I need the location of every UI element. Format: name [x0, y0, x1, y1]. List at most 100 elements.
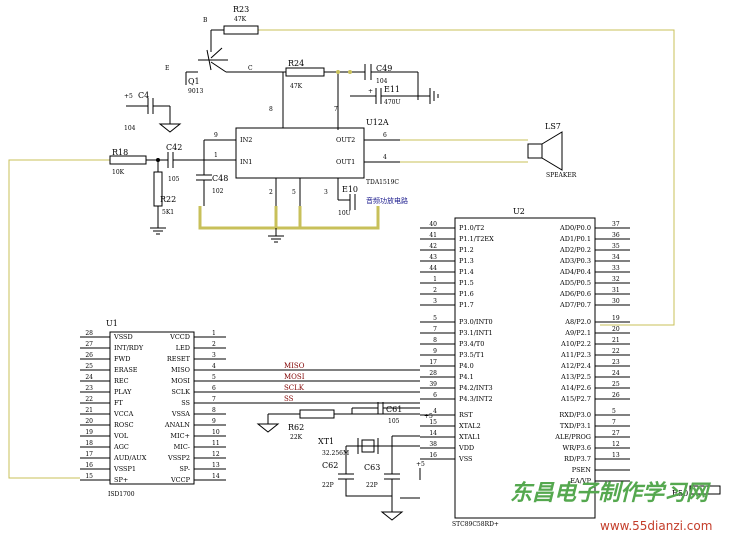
u2-right-pin-number: 5: [612, 408, 616, 415]
u1-right-pin-number: 6: [212, 385, 216, 392]
c4-capacitor: [126, 98, 182, 133]
u1-left-pin-name: REC: [114, 377, 129, 385]
u2-right-pin-name: A11/P2.3: [560, 351, 591, 359]
bus-wires: [8, 29, 675, 479]
u1-right-pin-name: MIC+: [170, 432, 190, 440]
u2-left-pin-number: 44: [429, 265, 437, 272]
u1-left-pin-name: FT: [114, 399, 124, 407]
u2-left-pin-number: 14: [429, 430, 437, 437]
u2-right-pin-name: A13/P2.5: [560, 373, 591, 381]
u2-left-pin-number: 16: [429, 452, 437, 459]
u1-left-pin-name: FWD: [114, 355, 130, 363]
u2-right-pin-number: 12: [612, 441, 620, 448]
u2-left-pin-name: XTAL1: [459, 433, 481, 441]
u12-pin-1: 1: [214, 152, 218, 159]
speaker-icon: [527, 131, 563, 171]
u2-left-pin-number: 8: [433, 337, 437, 344]
u12-label: U12A: [366, 118, 389, 127]
c42-value: 105: [168, 176, 180, 183]
u2-left-pin-name: P4.2/INT3: [459, 384, 493, 392]
u1-left-pin-name: SP+: [114, 476, 128, 484]
r22-value: 5K1: [162, 209, 174, 216]
u1-right-pin-name: VSSA: [171, 410, 190, 418]
u2-left-pin-name: P1.0/T2: [459, 224, 484, 232]
c61-value: 105: [388, 418, 400, 425]
u2-left-pin-name: P1.3: [459, 257, 474, 265]
u2-right-pin-name: AD4/P0.4: [559, 268, 591, 276]
u2-left-pin-number: 6: [433, 392, 437, 399]
u12-pin-3: 3: [324, 189, 328, 196]
u12-pin-8: 8: [269, 106, 273, 113]
u1-left-pin-number: 19: [85, 429, 93, 436]
u2-right-pin-number: 34: [612, 254, 620, 261]
u12-out2: OUT2: [336, 136, 355, 144]
bus-r18-to-spplus: [8, 159, 110, 479]
c48-value: 102: [212, 188, 224, 195]
u1-left-pin-number: 18: [85, 440, 93, 447]
xt1-value: 32.256M: [322, 450, 349, 457]
q1-transistor: [185, 29, 286, 85]
q1-base-pin-label: B: [203, 17, 208, 24]
u2-left-pin-name: P1.7: [459, 301, 474, 309]
e11-capacitor: [350, 88, 430, 104]
u1-right-pin-number: 14: [212, 473, 220, 480]
u1-left-pin-name: VCCA: [113, 410, 134, 418]
e11-label: E11: [384, 85, 400, 94]
u1-right-pin-name: SP-: [179, 465, 190, 473]
u1-right-pin-number: 4: [212, 363, 216, 370]
u1-left-pin-name: PLAY: [114, 388, 132, 396]
u2-right-pin-name: RXD/P3.0: [559, 411, 591, 419]
r50-label: R50: [672, 489, 688, 498]
ground-icon: [150, 227, 166, 235]
u12-in1: IN1: [240, 158, 252, 166]
u2-right-pin-number: 31: [612, 287, 620, 294]
u1-right-pin-number: 2: [212, 341, 216, 348]
u2-right-pin-name: A8/P2.0: [564, 318, 591, 326]
u1-right-pin-name: ANALN: [164, 421, 190, 429]
u2-left-pin-number: 40: [429, 221, 437, 228]
q1-collector-pin-label: C: [248, 65, 253, 72]
c4-value: 104: [124, 125, 136, 132]
u12-pin-lines: [204, 139, 400, 206]
ground-bus-u12: [198, 206, 380, 230]
u2-left-pin-name: P3.4/T0: [459, 340, 484, 348]
u1-right-pin-name: RESET: [167, 355, 191, 363]
watermark-logo-text: 东昌电子制作学习网: [510, 480, 711, 506]
r24-label: R24: [288, 59, 304, 68]
u1-left-pin-number: 26: [85, 352, 93, 359]
r22-label: R22: [160, 195, 176, 204]
u12-pin-5: 5: [292, 189, 296, 196]
u1-left-pin-number: 20: [85, 418, 93, 425]
u2-right-pin-name: AD1/P0.1: [559, 235, 591, 243]
u1-right-pin-name: VCCP: [170, 476, 191, 484]
e10-note: 音频功放电路: [366, 196, 408, 205]
u2-left-pin-number: 42: [429, 243, 437, 250]
bus-speaker-wires: [400, 139, 528, 163]
u1-right-pin-number: 11: [212, 440, 220, 447]
crystal-network: [338, 435, 421, 521]
c62-value: 22P: [322, 482, 334, 489]
u2-right-pins: 37AD0/P0.036AD1/P0.135AD2/P0.234AD3/P0.3…: [554, 221, 630, 485]
u2-right-pin-number: 32: [612, 276, 620, 283]
u2-left-pin-name: P4.0: [459, 362, 474, 370]
u1-right-pin-number: 1: [212, 330, 216, 337]
ls7-label: LS7: [545, 122, 561, 131]
e10-label: E10: [342, 185, 358, 194]
r18-resistor: [109, 155, 147, 165]
u2-chip: [454, 217, 596, 519]
r18-label: R18: [112, 148, 128, 157]
u2-left-pin-name: P3.0/INT0: [459, 318, 493, 326]
r18-value: 10K: [112, 169, 125, 176]
r50-resistor: [689, 485, 721, 495]
u2-right-pin-number: 36: [612, 232, 620, 239]
c63-value: 22P: [366, 482, 378, 489]
u2-left-pin-number: 2: [433, 287, 437, 294]
c63-label: C63: [364, 463, 380, 472]
u2-left-pin-name: VSS: [458, 455, 473, 463]
u2-right-pin-name: A10/P2.2: [560, 340, 591, 348]
c48-label: C48: [212, 174, 228, 183]
spi-ss-label: SS: [284, 395, 294, 403]
c4-supply: +5: [124, 93, 133, 100]
